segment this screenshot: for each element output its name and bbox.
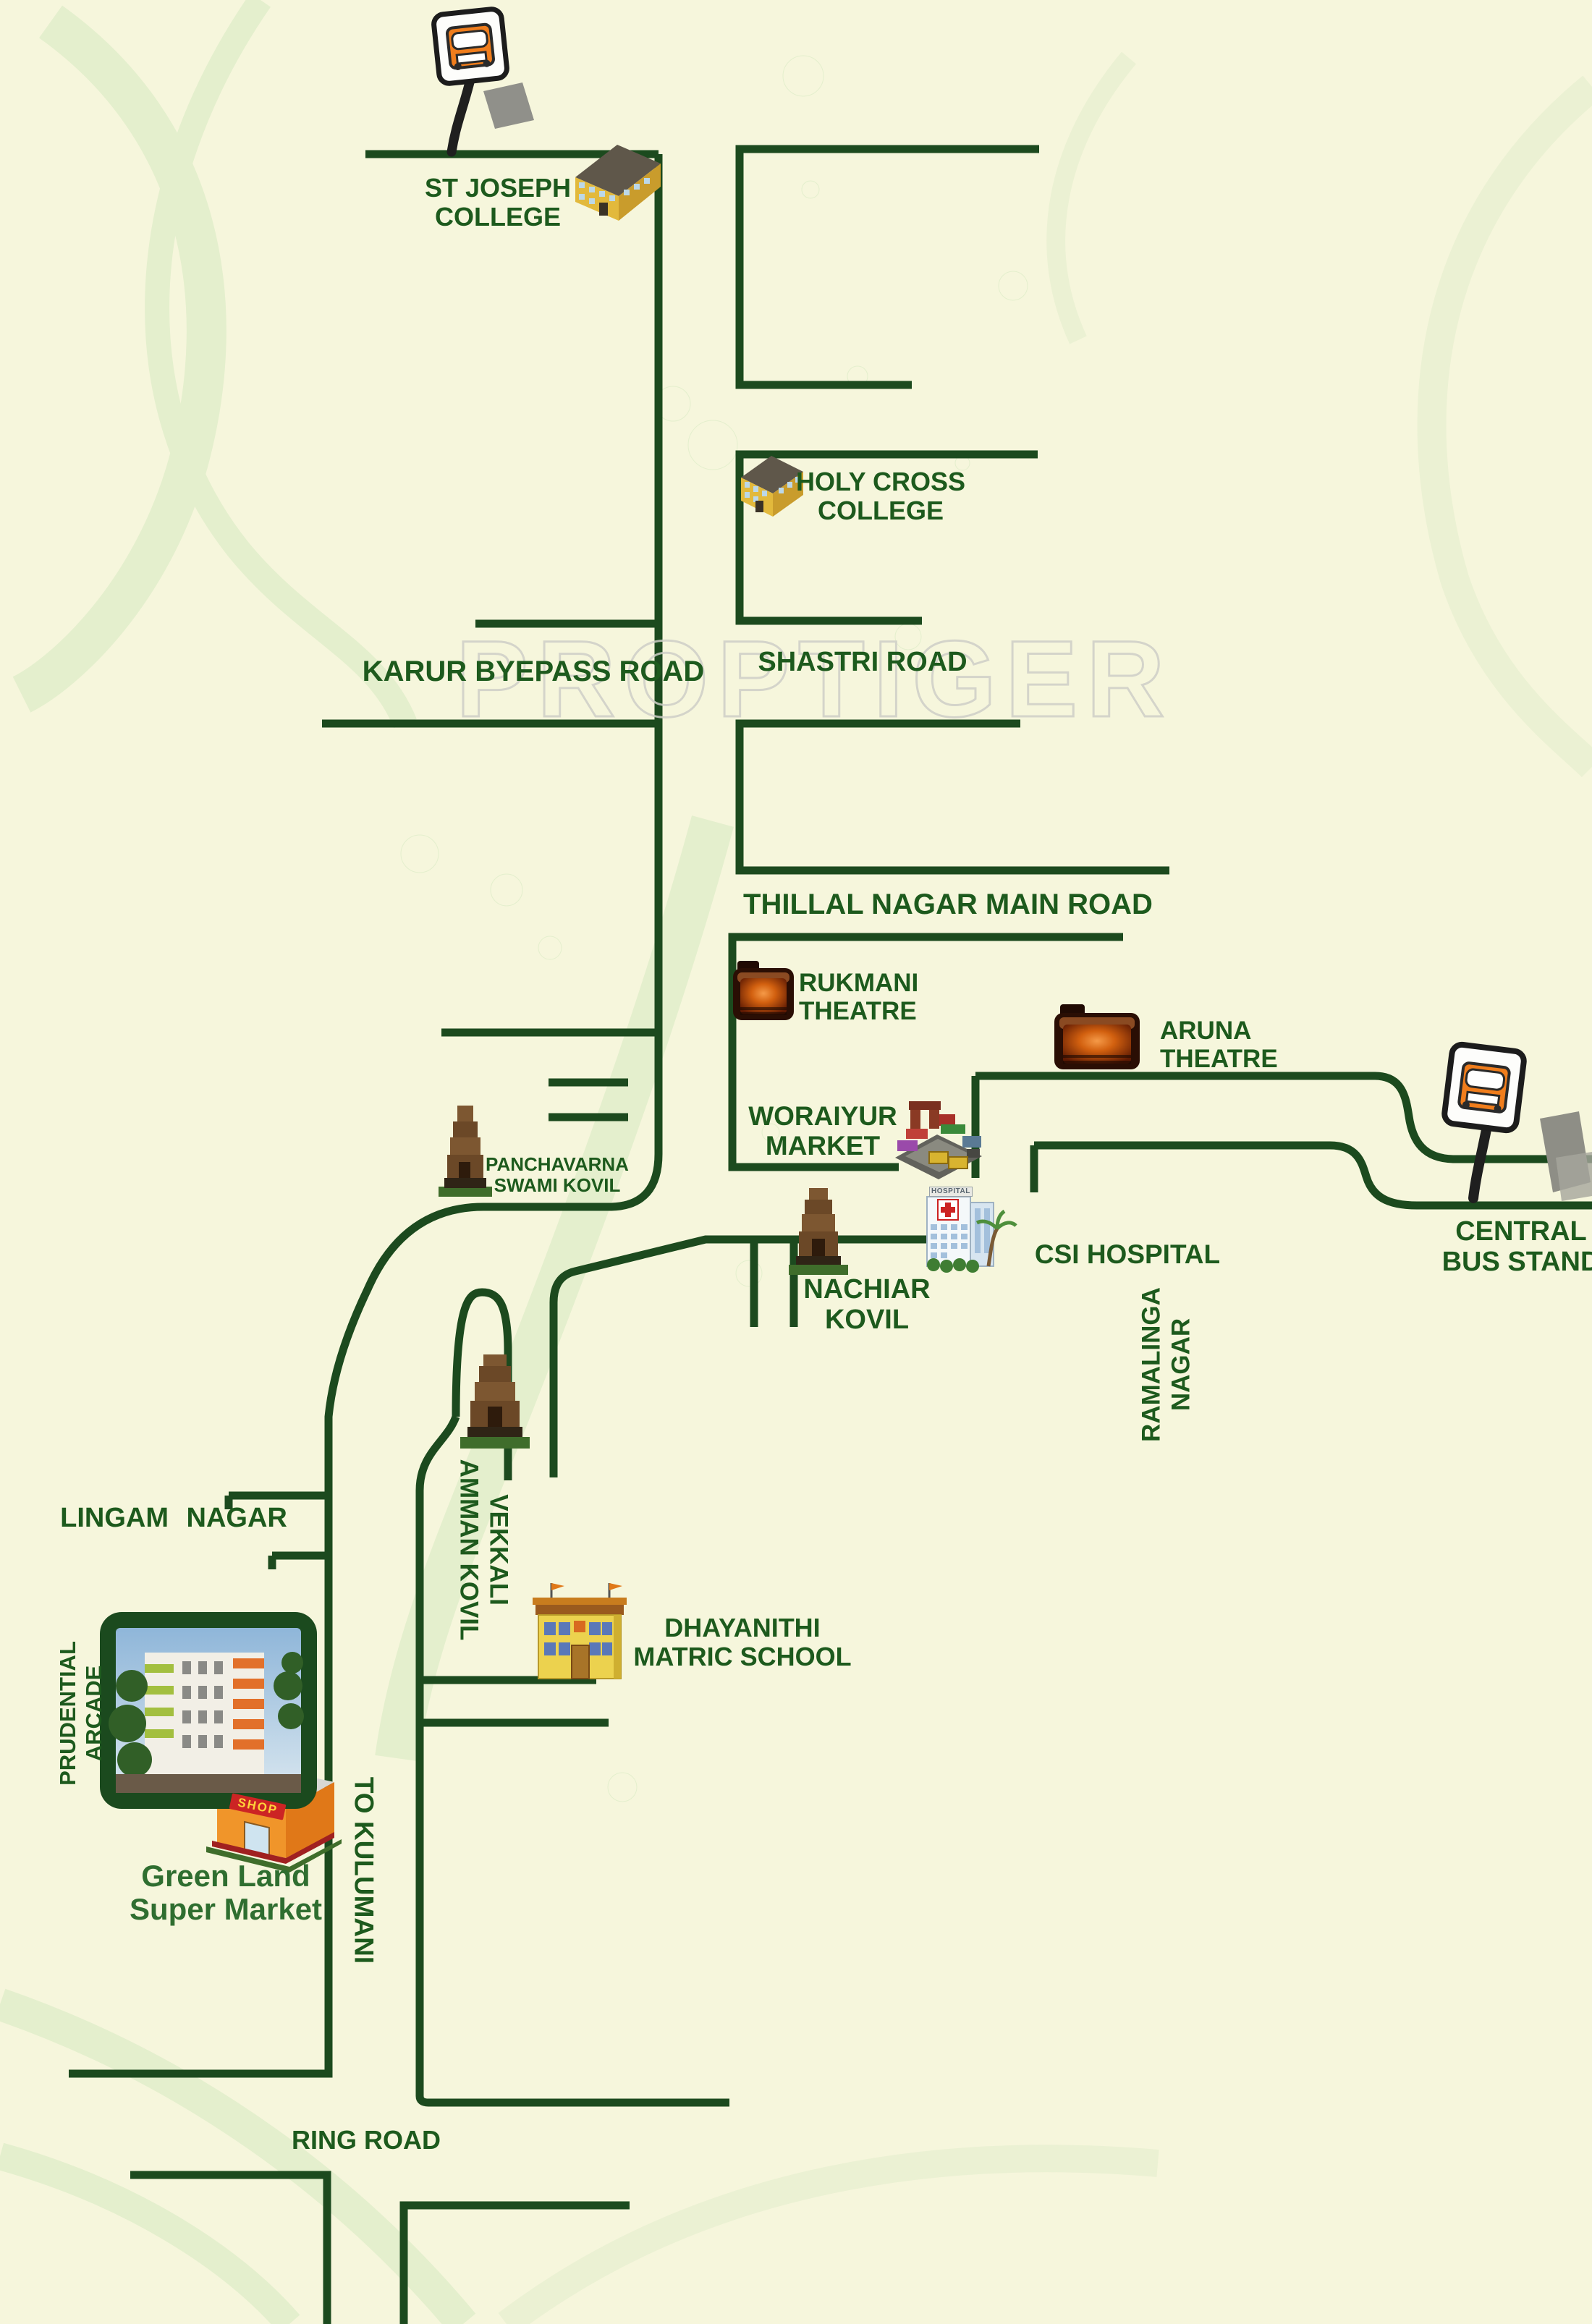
shastri-road-label: SHASTRI ROAD (758, 647, 968, 677)
woraiyur-market-icon (895, 1101, 982, 1179)
road-ring-lower-left (130, 2171, 331, 2324)
nachiar-temple-icon (789, 1188, 848, 1275)
ring-road-label: RING ROAD (292, 2125, 441, 2155)
thillal-nagar-main-road-label: THILLAL NAGAR MAIN ROAD (743, 889, 1153, 920)
road-network (69, 145, 1592, 2324)
road-aruna (971, 1072, 1592, 1178)
road-ring-lower-right (399, 2201, 630, 2324)
red-cross-icon (941, 1203, 955, 1217)
road-csi (1030, 1141, 1592, 1210)
holy-cross-college-icon (741, 456, 803, 517)
aruna-theatre-icon (1054, 1004, 1140, 1069)
road-karur-byepass (322, 619, 655, 728)
bus-stop-sign-icon (431, 7, 534, 157)
road-to-kulumani (415, 1415, 729, 2107)
proptiger-watermark: PROPTIGER (454, 617, 1174, 741)
panchavarna-temple-icon (439, 1106, 492, 1197)
rukmani-theatre-icon (733, 961, 794, 1020)
dhayanithi-school-icon (533, 1583, 627, 1679)
karur-byepass-road-label: KARUR BYEPASS ROAD (362, 656, 705, 687)
hospital-rooftop-sign: HOSPITAL (929, 1187, 973, 1197)
road-thillai-block (728, 933, 1123, 1171)
road-nachiar (549, 1235, 929, 1477)
csi-hospital-label: CSI HOSPITAL (1034, 1239, 1221, 1269)
road-block-north (735, 145, 1039, 389)
vekkali-temple-icon (460, 1354, 530, 1449)
road-vekkali-arch (452, 1288, 512, 1480)
road-lingam-stubs (224, 1491, 327, 1569)
csi-hospital-icon (926, 1196, 1017, 1273)
st-joseph-college-icon (575, 145, 661, 221)
road-holy-cross-block (735, 450, 1038, 625)
bus-icon (1457, 1061, 1511, 1114)
road-karur-byepass-vertical (69, 154, 663, 2078)
prudential-arcade-photo (100, 1612, 317, 1809)
lingam-nagar-label: LINGAM NAGAR (60, 1503, 287, 1533)
central-bus-stand-sign-icon (1441, 1041, 1592, 1203)
road-school-branches (420, 1676, 609, 1727)
to-kulumani-label: TO KULUMANI (349, 1776, 379, 1964)
road-shastri-block (735, 719, 1169, 875)
bus-icon (446, 22, 495, 70)
road-ladder-stubs (549, 1078, 628, 1121)
